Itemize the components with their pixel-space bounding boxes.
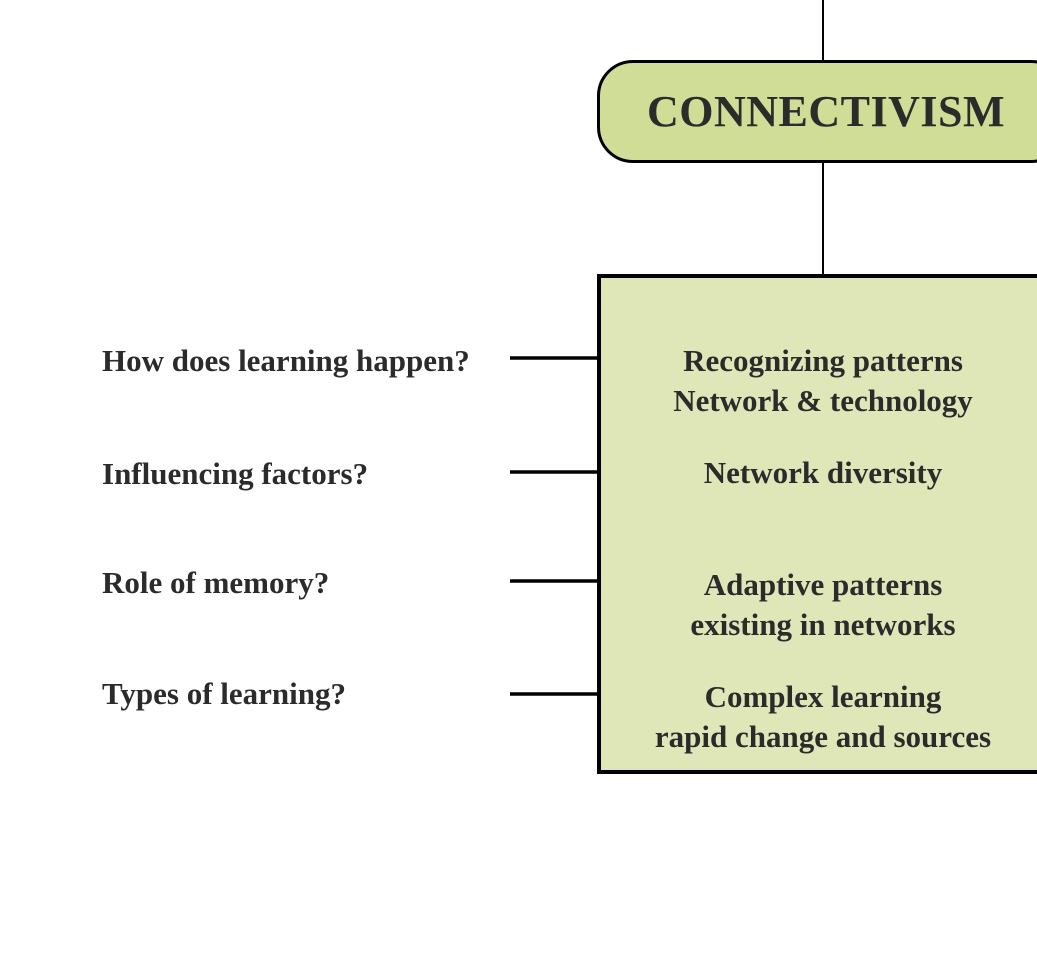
question-label: Influencing factors? (102, 456, 369, 491)
answer-text: Complex learning rapid change and source… (623, 677, 1023, 757)
answer-text: Recognizing patterns Network & technolog… (623, 341, 1023, 421)
diagram-title: CONNECTIVISM (646, 87, 1006, 136)
question-label: Types of learning? (102, 676, 346, 711)
answer-line: existing in networks (690, 607, 956, 642)
answer-text: Adaptive patterns existing in networks (623, 565, 1023, 645)
answer-line: Recognizing patterns (683, 343, 963, 378)
answer-line: Adaptive patterns (703, 567, 943, 602)
question-label: Role of memory? (102, 565, 330, 600)
answer-line: Network diversity (703, 455, 943, 490)
question-label: How does learning happen? (102, 343, 470, 378)
answer-line: Complex learning (704, 679, 942, 714)
answers-box (597, 274, 1037, 774)
title-node: CONNECTIVISM (597, 60, 1037, 163)
answer-line: rapid change and sources (654, 719, 992, 754)
answer-line: Network & technology (673, 383, 973, 418)
answer-text: Network diversity (623, 453, 1023, 493)
